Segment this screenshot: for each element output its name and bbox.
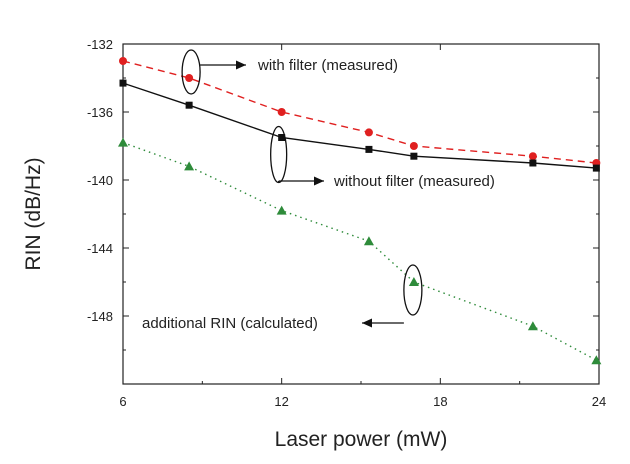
data-point-circle: [119, 57, 127, 65]
annotation-group: with filter (measured) without filter (me…: [142, 49, 495, 332]
data-point-square: [529, 159, 537, 167]
tick-group: 6 12 18 24 -132 -136 -140 -144 -148: [87, 37, 606, 409]
data-point-circle: [364, 128, 373, 137]
x-tick-label: 6: [119, 394, 126, 409]
annotation-arrow-head: [362, 318, 372, 328]
data-point-square: [410, 152, 418, 160]
data-point-triangle: [184, 161, 195, 171]
data-point-square: [185, 101, 193, 109]
plot-frame: [122, 43, 600, 385]
data-point-triangle: [276, 205, 287, 215]
x-tick-label: 24: [592, 394, 606, 409]
series-markers: [118, 57, 602, 365]
annotation-arrow-head: [236, 60, 246, 70]
annotation-label: without filter (measured): [333, 173, 495, 190]
x-axis-title: Laser power (mW): [275, 428, 448, 451]
annotation-label: additional RIN (calculated): [142, 315, 318, 332]
y-tick-label: -144: [87, 241, 113, 256]
x-tick-label: 12: [274, 394, 288, 409]
data-point-circle: [528, 152, 537, 161]
data-point-square: [119, 79, 127, 87]
data-point-triangle: [363, 236, 374, 246]
y-tick-label: -140: [87, 173, 113, 188]
annotation-ellipse: [181, 49, 201, 95]
annotation-label: with filter (measured): [257, 57, 398, 74]
data-point-square: [592, 164, 600, 172]
annotation-ellipse: [403, 264, 423, 316]
y-tick-label: -136: [87, 105, 113, 120]
annotation-arrow-head: [314, 176, 324, 186]
data-point-triangle: [118, 137, 128, 147]
data-point-circle: [185, 74, 194, 82]
data-point-square: [278, 134, 286, 141]
data-point-square: [365, 145, 373, 153]
x-tick-label: 18: [433, 394, 447, 409]
series-line-1: [122, 82, 597, 169]
data-point-circle: [277, 108, 286, 116]
data-point-triangle: [591, 355, 602, 365]
data-point-triangle: [408, 277, 419, 286]
y-tick-label: -132: [87, 37, 113, 52]
data-point-triangle: [527, 321, 538, 331]
y-tick-label: -148: [87, 309, 113, 324]
data-point-circle: [409, 142, 418, 150]
y-axis-title: RIN (dB/Hz): [22, 157, 45, 270]
